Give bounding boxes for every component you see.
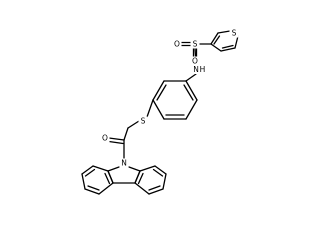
bond-line (134, 182, 150, 195)
bond-line (107, 170, 114, 184)
bond-line (84, 168, 96, 177)
bond-line (156, 84, 167, 101)
sulfonamide-hydrogen-label: H (200, 65, 206, 74)
bond-line (139, 165, 156, 172)
bond-line (107, 166, 120, 172)
bond-line (152, 80, 165, 101)
bond-line (127, 120, 140, 129)
molecule-structure: S S O O N H S O N (81, 28, 239, 195)
bond-line (148, 185, 161, 191)
bonds (81, 30, 239, 195)
bond-line (104, 172, 111, 185)
bond-line (220, 47, 236, 52)
bond-line (137, 172, 144, 185)
bond-line (185, 99, 198, 120)
bond-line (134, 170, 141, 184)
bond-line (108, 137, 125, 141)
bond-line (185, 80, 198, 101)
bond-line (152, 99, 165, 120)
bond-line (98, 182, 114, 195)
bond-line (210, 32, 219, 45)
bond-line (81, 165, 94, 175)
sulfonamide-nitrogen-label: N (193, 65, 199, 74)
atom-labels: S S O O N H S O N (100, 28, 239, 168)
sulfonyl-sulfur-label: S (193, 40, 198, 49)
carbazole-nitrogen-label: N (121, 159, 127, 168)
bond-line (146, 99, 154, 118)
bond-line (84, 188, 100, 195)
carbonyl-oxygen-label: O (102, 134, 108, 143)
bond-line (123, 127, 129, 141)
bond-line (108, 140, 124, 145)
bond-line (185, 73, 197, 82)
bond-line (81, 173, 86, 190)
bond-line (217, 30, 231, 34)
bond-line (92, 165, 109, 172)
bond-line (213, 35, 221, 45)
thioether-sulfur-label: S (141, 117, 146, 126)
bond-line (154, 165, 167, 175)
bond-line (183, 84, 194, 101)
bond-line (152, 168, 164, 177)
sulfonyl-oxygen-left-label: O (174, 40, 180, 49)
thiophene-sulfur-label: S (232, 29, 237, 38)
bond-line (128, 166, 141, 172)
bond-line (148, 188, 164, 195)
bond-line (221, 44, 234, 49)
bond-line (87, 185, 100, 191)
bond-line (234, 35, 239, 49)
bond-line (210, 43, 222, 52)
bond-line (162, 173, 167, 190)
sulfonyl-oxygen-bottom-label: O (192, 57, 198, 66)
